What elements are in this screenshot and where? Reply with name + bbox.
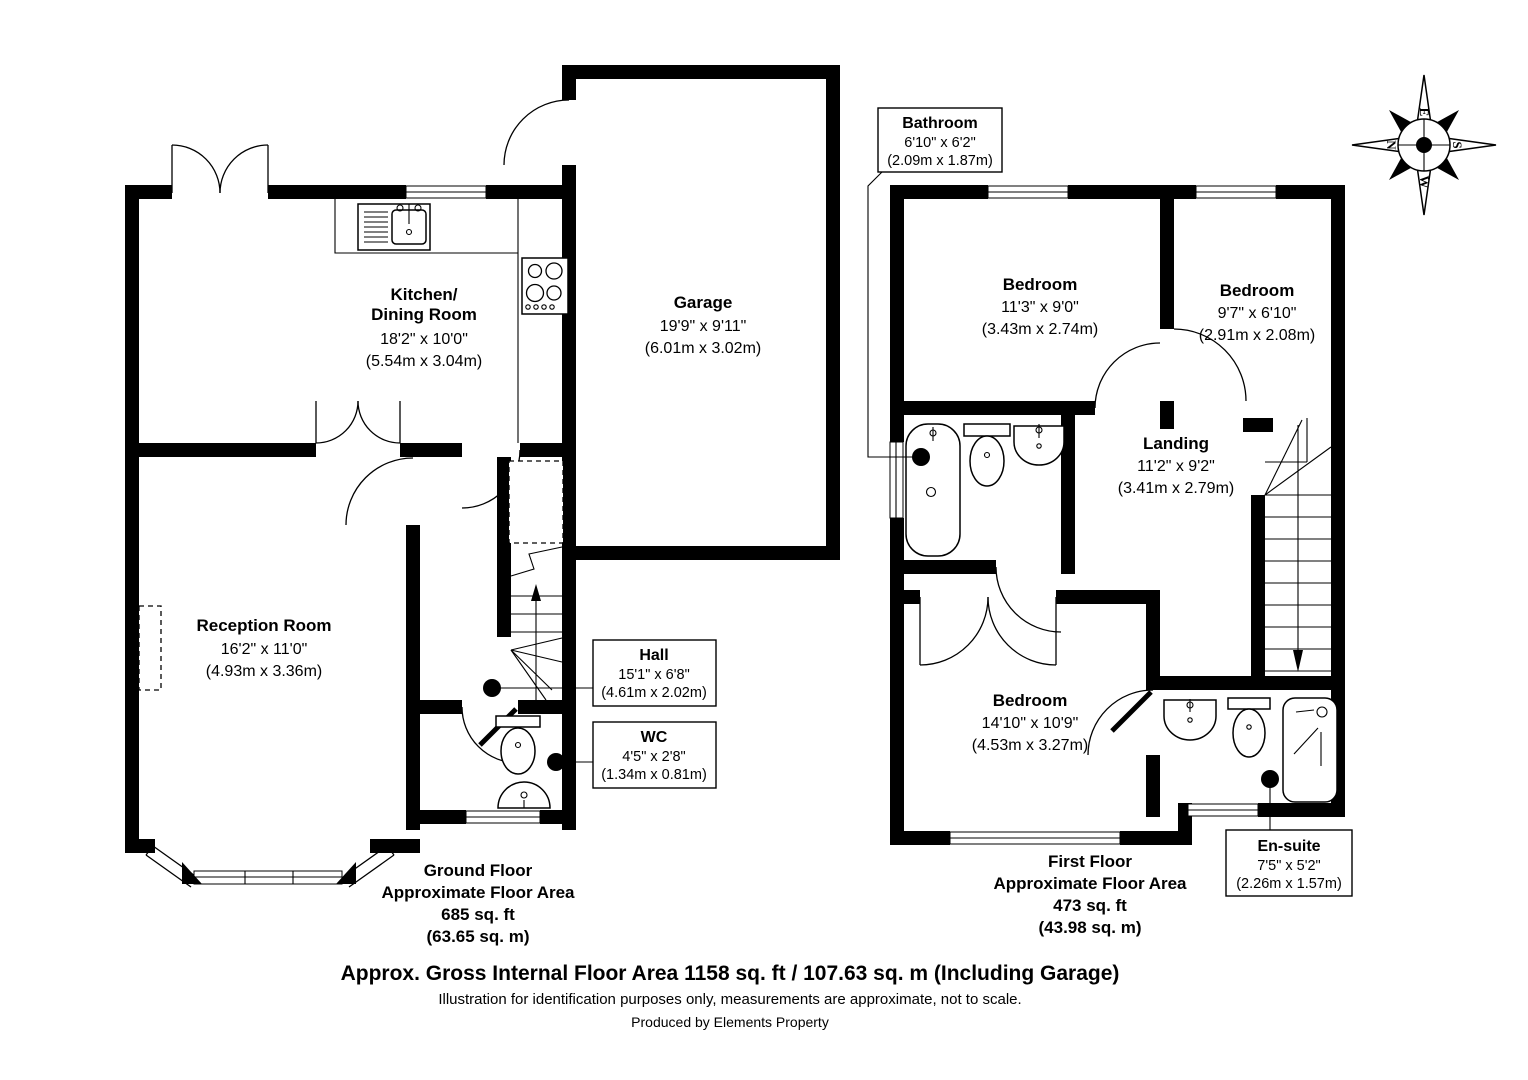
ensuite-imperial: 7'5" x 5'2" (1257, 858, 1320, 874)
wc-metric: (1.34m x 0.81m) (601, 767, 707, 783)
bathroom-pointer (867, 171, 930, 466)
bedroom2-name: Bedroom (1220, 281, 1295, 300)
stairs-up (510, 546, 563, 701)
wc-name: WC (641, 729, 668, 746)
bathroom-window (889, 441, 904, 519)
reception-metric: (4.93m x 3.36m) (206, 663, 322, 680)
kitchen-metric: (5.54m x 3.04m) (366, 353, 482, 370)
first-floor: Bathroom 6'10" x 6'2" (2.09m x 1.87m) Be… (867, 107, 1353, 937)
kitchen-window (405, 185, 487, 199)
compass-e: E (1417, 108, 1432, 117)
bedroom3-window (949, 831, 1121, 845)
bathtub-icon (905, 423, 961, 557)
bedroom2-window (1195, 185, 1277, 199)
ground-floor: Kitchen/ Dining Room 18'2" x 10'0" (5.54… (125, 65, 840, 946)
garage-metric: (6.01m x 3.02m) (645, 340, 761, 357)
hall-metric: (4.61m x 2.02m) (601, 685, 707, 701)
basin-icon (1163, 699, 1217, 741)
kitchen-reception-doors (315, 400, 401, 444)
ground-summary-2: Approximate Floor Area (381, 883, 575, 902)
bedroom1-metric: (3.43m x 2.74m) (982, 321, 1098, 338)
reception-door-arc (345, 457, 414, 526)
hall-imperial: 15'1" x 6'8" (618, 667, 689, 683)
reception-imperial: 16'2" x 11'0" (221, 641, 308, 658)
toilet-icon (495, 715, 541, 775)
first-floor-walls (890, 185, 1345, 845)
bedroom1-name: Bedroom (1003, 275, 1078, 294)
bedroom3-imperial: 14'10" x 10'9" (982, 715, 1079, 732)
footer: Approx. Gross Internal Floor Area 1158 s… (341, 962, 1120, 1030)
reception-name: Reception Room (196, 616, 331, 635)
footer-producer: Produced by Elements Property (631, 1014, 829, 1030)
bedroom3-name: Bedroom (993, 691, 1068, 710)
compass-n: N (1384, 140, 1399, 150)
kitchen-name-1: Kitchen/ (390, 285, 457, 304)
hall-name: Hall (639, 647, 668, 664)
footer-disclaimer: Illustration for identification purposes… (438, 991, 1021, 1008)
landing-name: Landing (1143, 434, 1209, 453)
landing-metric: (3.41m x 2.79m) (1118, 480, 1234, 497)
garage-name: Garage (674, 293, 733, 312)
ground-summary-1: Ground Floor (424, 861, 533, 880)
bedroom1-door-arc (1094, 342, 1161, 409)
garage-imperial: 19'9" x 9'11" (660, 318, 747, 335)
first-summary-1: First Floor (1048, 852, 1132, 871)
shower-icon (1282, 697, 1338, 803)
kitchen-counter (334, 199, 519, 443)
ground-summary-3: 685 sq. ft (441, 905, 515, 924)
compass-s: S (1450, 141, 1465, 148)
compass-rose: E S W N (1351, 74, 1497, 216)
ensuite-name: En-suite (1257, 838, 1320, 855)
hob-icon (521, 257, 569, 315)
bathroom-imperial: 6'10" x 6'2" (904, 135, 975, 151)
bedroom2-door-arc (1173, 328, 1247, 402)
compass-w: W (1417, 176, 1432, 189)
bay-window (145, 845, 395, 888)
bathroom-metric: (2.09m x 1.87m) (887, 153, 993, 169)
toilet-icon (1227, 697, 1271, 758)
first-summary-3: 473 sq. ft (1053, 896, 1127, 915)
bedroom1-window (987, 185, 1069, 199)
french-doors (171, 144, 269, 194)
ground-floor-walls (125, 65, 840, 853)
wc-window (465, 810, 541, 824)
understairs-storage (508, 460, 564, 544)
hall-label-box (592, 639, 717, 707)
kitchen-name-2: Dining Room (371, 305, 477, 324)
bathroom-name: Bathroom (902, 115, 978, 132)
bedroom3-doors (919, 596, 1057, 666)
chimney-recess (138, 605, 162, 691)
ensuite-metric: (2.26m x 1.57m) (1236, 876, 1342, 892)
bedroom1-imperial: 11'3" x 9'0" (1001, 299, 1079, 316)
basin-icon (1013, 424, 1065, 466)
bedroom2-imperial: 9'7" x 6'10" (1218, 305, 1297, 322)
wc-imperial: 4'5" x 2'8" (622, 749, 685, 765)
bathroom-door-arc (995, 566, 1062, 633)
wc-label-box (592, 721, 717, 789)
bathroom-label-box (877, 107, 1003, 173)
first-summary-2: Approximate Floor Area (993, 874, 1187, 893)
bedroom2-metric: (2.91m x 2.08m) (1199, 327, 1315, 344)
kitchen-imperial: 18'2" x 10'0" (380, 331, 468, 348)
ensuite-label-box (1225, 829, 1353, 897)
kitchen-sink-icon (357, 203, 431, 251)
garage-door-arc (503, 99, 570, 166)
bedroom3-metric: (4.53m x 3.27m) (972, 737, 1088, 754)
ensuite-window (1187, 803, 1259, 817)
stairs-down (1264, 418, 1332, 672)
landing-imperial: 11'2" x 9'2" (1137, 458, 1215, 475)
sink-icon (497, 781, 551, 809)
ensuite-door (1087, 689, 1154, 756)
footer-area-summary: Approx. Gross Internal Floor Area 1158 s… (341, 962, 1120, 985)
ground-summary-4: (63.65 sq. m) (427, 927, 530, 946)
ensuite-pointer (1261, 770, 1279, 830)
first-summary-4: (43.98 sq. m) (1039, 918, 1142, 937)
toilet-icon (963, 423, 1011, 487)
